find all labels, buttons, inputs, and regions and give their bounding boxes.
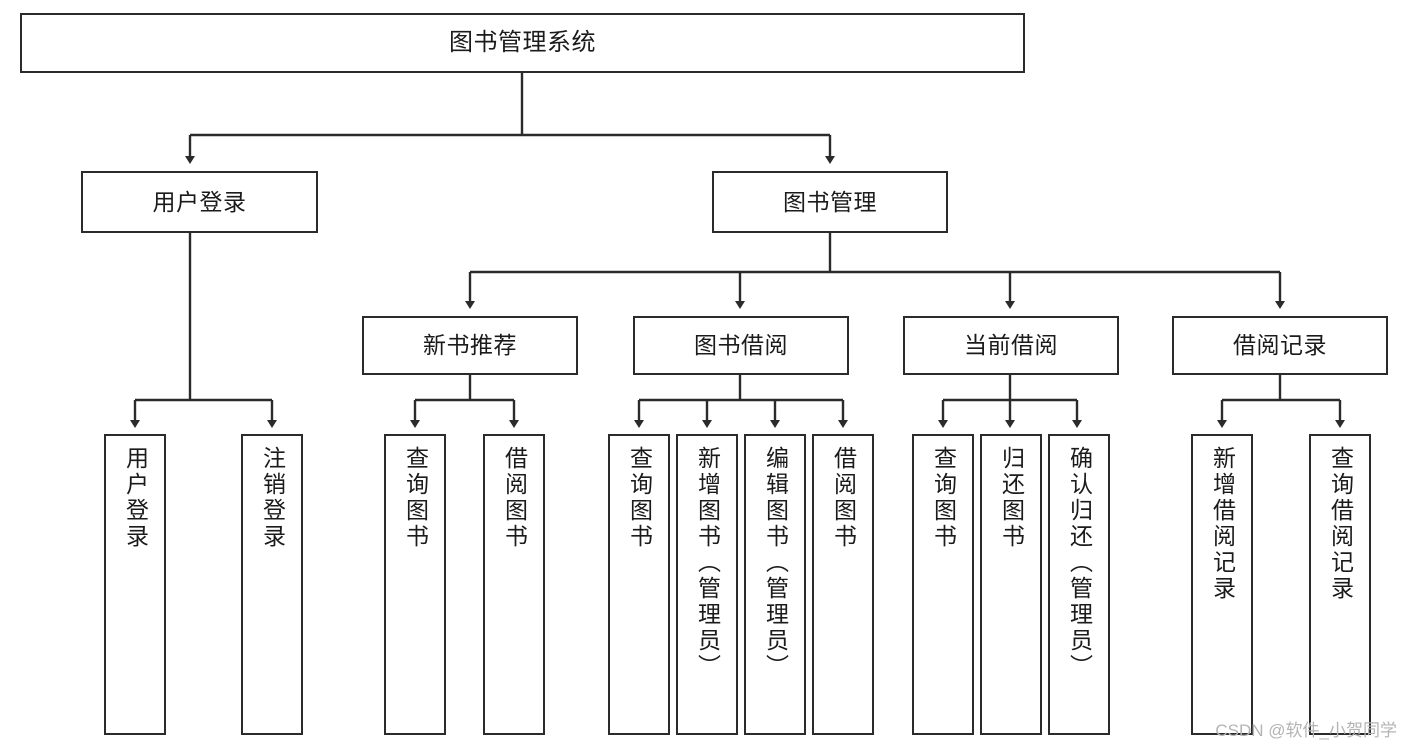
node-label: 借阅图书 [830,446,857,550]
node-label: 新增借阅记录 [1209,446,1236,602]
node-label: 查询借阅记录 [1327,446,1354,602]
node-label: 归还图书 [998,446,1025,550]
node-label: 新书推荐 [423,332,517,359]
node-leaf-user-login[interactable]: 用户登录 [104,434,166,735]
node-label: 注销登录 [259,446,286,550]
node-label: 当前借阅 [964,332,1058,359]
node-label: 图书借阅 [694,332,788,359]
node-label: 借阅记录 [1233,332,1327,359]
node-label: 查询图书 [626,446,653,550]
node-label: 确认归还（管理员） [1066,446,1093,680]
node-label: 查询图书 [402,446,429,550]
node-label: 新增图书（管理员） [694,446,721,680]
node-leaf-query-book-3[interactable]: 查询图书 [912,434,974,735]
node-leaf-logout-login[interactable]: 注销登录 [241,434,303,735]
node-new-book-recommend[interactable]: 新书推荐 [362,316,578,375]
node-leaf-borrow-book-1[interactable]: 借阅图书 [483,434,545,735]
node-label: 图书管理 [783,188,877,215]
node-label: 编辑图书（管理员） [762,446,789,680]
node-label: 图书管理系统 [449,29,596,57]
node-book-manage[interactable]: 图书管理 [712,171,948,233]
node-leaf-add-book[interactable]: 新增图书（管理员） [676,434,738,735]
node-label: 用户登录 [152,188,247,215]
node-root-system[interactable]: 图书管理系统 [20,13,1025,73]
node-leaf-query-record[interactable]: 查询借阅记录 [1309,434,1371,735]
node-label: 借阅图书 [501,446,528,550]
csdn-watermark: CSDN @软件_小贺同学 [1215,721,1397,740]
node-borrow-record[interactable]: 借阅记录 [1172,316,1388,375]
node-user-login[interactable]: 用户登录 [81,171,318,233]
node-current-borrow[interactable]: 当前借阅 [903,316,1119,375]
node-leaf-add-record[interactable]: 新增借阅记录 [1191,434,1253,735]
node-label: 查询图书 [930,446,957,550]
node-leaf-borrow-book-2[interactable]: 借阅图书 [812,434,874,735]
node-book-borrow[interactable]: 图书借阅 [633,316,849,375]
node-leaf-confirm-return[interactable]: 确认归还（管理员） [1048,434,1110,735]
node-label: 用户登录 [122,446,149,550]
node-leaf-query-book-2[interactable]: 查询图书 [608,434,670,735]
node-leaf-query-book-1[interactable]: 查询图书 [384,434,446,735]
node-leaf-edit-book[interactable]: 编辑图书（管理员） [744,434,806,735]
node-leaf-return-book[interactable]: 归还图书 [980,434,1042,735]
